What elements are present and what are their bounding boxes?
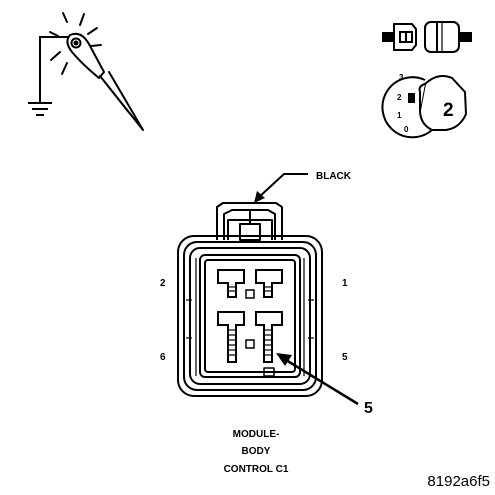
pin-callout-number: 5 [364,400,373,417]
ignition-switch-icon: 3 2 1 0 2 [381,73,468,139]
center-key-top [245,289,255,299]
pin-label-5: 5 [342,352,348,363]
test-probe-icon [49,12,144,131]
connector-name-line-2: BODY [242,446,271,457]
pin-label-2: 2 [160,278,166,289]
key-position-marker [408,93,415,103]
pin-callout-arrow [276,353,359,406]
connector-face [177,202,323,397]
connector-separated-icon [382,21,472,53]
terminal-cavity-pin-1 [255,269,283,298]
connector-name-line-1: MODULE- [233,429,280,440]
connector-name-line-3: CONTROL C1 [224,464,289,475]
terminal-cavity-pin-2 [217,269,245,298]
terminal-cavity-pin-5 [255,311,283,363]
connector-color-callout [254,173,308,203]
pin-label-1: 1 [342,278,348,289]
ignition-position-0: 0 [404,125,409,134]
ignition-position-1: 1 [397,111,402,120]
connector-color-label: BLACK [316,171,352,182]
ground-symbol-icon [28,36,69,116]
pin-label-6: 6 [160,352,166,363]
key-position-number: 2 [443,100,454,121]
ignition-position-2: 2 [397,93,402,102]
center-key-bottom [245,339,255,349]
figure-id: 8192a6f5 [427,473,490,490]
terminal-cavity-pin-6 [217,311,245,363]
ignition-position-3: 3 [399,73,404,82]
